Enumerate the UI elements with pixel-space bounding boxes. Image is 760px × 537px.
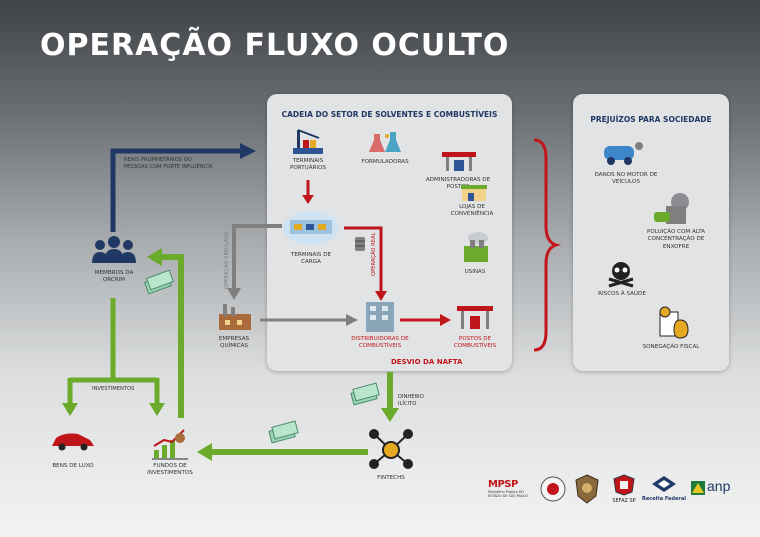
money-icon <box>350 382 380 406</box>
distribution-building-icon <box>366 302 394 332</box>
fintech-network-icon <box>369 429 413 469</box>
receita-label: Receita Federal <box>642 496 686 502</box>
operacao-real-label: OPERAÇÃO REAL <box>371 232 377 276</box>
luxury-goods-label: BENS DE LUXO <box>52 463 94 469</box>
members-label: MEMBROS DA ORCRIM <box>94 270 134 284</box>
gas-station-admin-icon <box>442 152 476 171</box>
skull-icon <box>608 262 634 288</box>
node-terminais-portuarios: TERMINAIS PORTUÁRIOS <box>289 158 327 172</box>
investments-label: INVESTIMENTOS <box>92 386 135 392</box>
funds-label: FUNDOS DE INVESTIMENTOS <box>147 463 193 477</box>
node-administradoras: ADMINISTRADORAS DE POSTOS <box>425 177 491 191</box>
chain-panel-title: CADEIA DO SETOR DE SOLVENTES E COMBUSTÍV… <box>281 110 498 119</box>
receita-federal-icon <box>652 476 676 492</box>
tax-evasion-icon <box>659 306 689 339</box>
node-formuladoras: FORMULADORAS <box>361 159 409 165</box>
luxury-car-icon <box>52 433 94 451</box>
store-icon <box>461 185 487 201</box>
brace-icon <box>533 138 562 352</box>
money-icon <box>144 269 174 295</box>
pollution-icon <box>654 193 689 224</box>
page-title: OPERAÇÃO FLUXO OCULTO <box>40 28 510 63</box>
node-distribuidoras: DISTRIBUIDORAS DE COMBUSTÍVEIS <box>351 336 409 350</box>
civil-police-badge-icon <box>575 474 599 504</box>
anp-label: anp <box>707 478 731 494</box>
node-empresas-quimicas: EMPRESAS QUÍMICAS <box>218 336 250 350</box>
operacao-simulada-label: OPERAÇÃO SIMULADA <box>224 231 230 289</box>
sefaz-crest-icon <box>613 474 635 496</box>
node-lojas: LOJAS DE CONVENIÊNCIA <box>450 204 494 218</box>
flask-icon <box>369 132 401 152</box>
loss-engine-damage: DANOS NO MOTOR DE VEÍCULOS <box>594 172 658 186</box>
loss-pollution: POLUIÇÃO COM ALTA CONCENTRAÇÃO DE ENXOFR… <box>646 229 706 250</box>
police-badge-icon <box>540 476 566 502</box>
mpsp-logo: MPSP Ministério Público DO ESTADO DE SÃO… <box>488 479 528 499</box>
sefaz-label: SEFAZ SP <box>612 498 636 504</box>
losses-panel <box>573 94 729 371</box>
node-postos: POSTOS DE COMBUSTÍVEIS <box>453 336 497 350</box>
car-smoke-icon <box>604 142 643 165</box>
money-icon <box>268 420 299 444</box>
node-terminais-carga: TERMINAIS DE CARGA <box>290 252 332 266</box>
barrel-icon <box>355 237 365 251</box>
losses-panel-title: PREJUÍZOS PARA SOCIEDADE <box>590 115 712 124</box>
node-usinas: USINAS <box>464 269 486 275</box>
illicit-money-label: DINHEIRO ILÍCITO <box>398 394 424 408</box>
fintechs-label: FINTECHS <box>377 475 405 481</box>
group-icon <box>92 236 136 263</box>
anp-icon <box>691 481 705 495</box>
owners-label: REAIS PROPRIETÁRIOS OU PESSOAS COM FORTE… <box>124 157 213 171</box>
factory-icon <box>219 304 251 330</box>
loss-tax-evasion: SONEGAÇÃO FISCAL <box>642 344 700 350</box>
desvio-label: DESVIO DA NAFTA <box>391 358 463 366</box>
port-crane-icon <box>293 129 323 154</box>
cargo-terminal-icon <box>283 211 339 245</box>
investment-chart-icon <box>152 429 188 460</box>
power-plant-icon <box>464 232 488 262</box>
loss-health-risk: RISCOS À SAÚDE <box>598 291 646 297</box>
gas-station-icon <box>457 306 493 329</box>
